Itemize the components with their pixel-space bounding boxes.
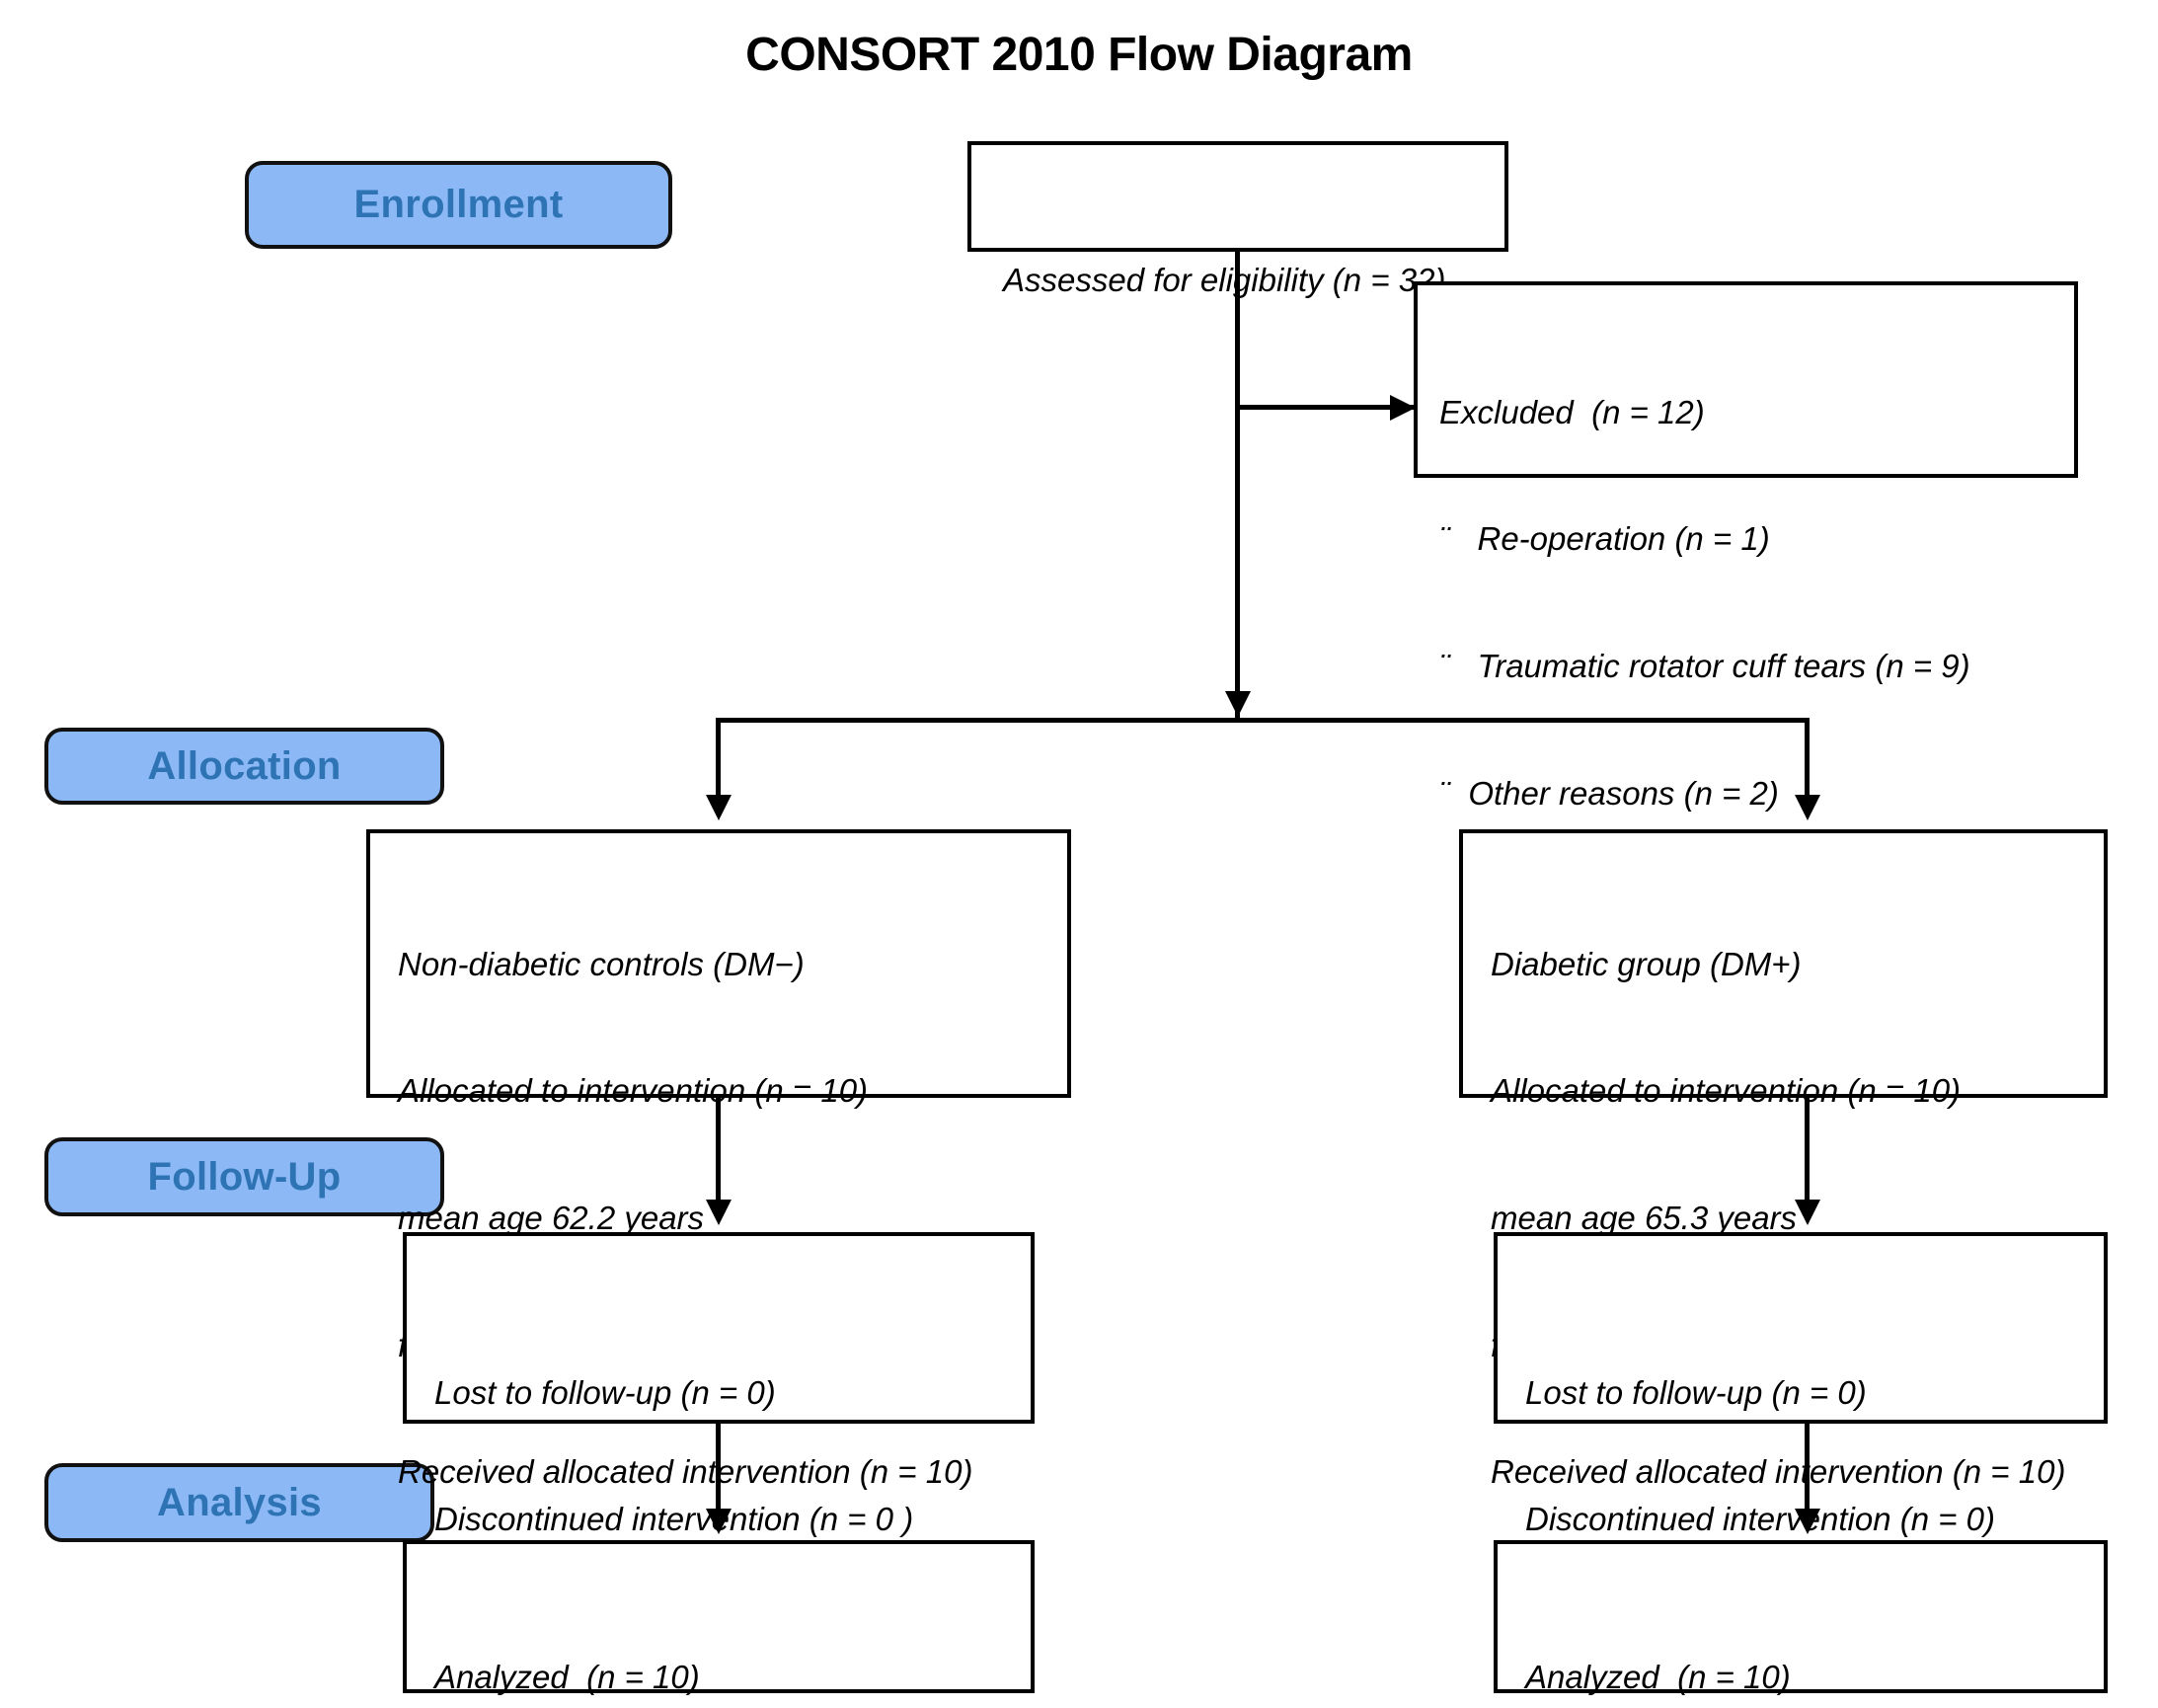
- followup-left-line-1: Lost to follow-up (n = 0): [434, 1373, 776, 1411]
- followup-right-line-1: Lost to follow-up (n = 0): [1525, 1373, 1867, 1411]
- connector-split-to-left-allocation: [716, 718, 721, 805]
- arrowhead-left-allocation-to-followup: [706, 1200, 732, 1225]
- stage-label-analysis-text: Analysis: [157, 1480, 322, 1524]
- box-analysis-diabetic: Analyzed (n = 10) ¨ Excluded from analys…: [1494, 1540, 2108, 1695]
- stage-label-enrollment-text: Enrollment: [353, 183, 564, 226]
- connector-assessed-to-split: [1235, 252, 1240, 718]
- analysis-left-line-1: Analyzed (n = 10): [434, 1658, 700, 1695]
- allocation-right-line-5: Received allocated intervention (n = 10): [1491, 1453, 2066, 1491]
- allocation-right-line-1: Diabetic group (DM+): [1491, 945, 1802, 982]
- page-title: CONSORT 2010 Flow Diagram: [745, 29, 1413, 81]
- allocation-left-line-3: mean age 62.2 years: [398, 1200, 705, 1237]
- allocation-left-line-2: Allocated to intervention (n = 10): [398, 1072, 869, 1110]
- connector-right-allocation-to-followup: [1805, 1098, 1810, 1206]
- stage-label-enrollment: Enrollment: [245, 161, 672, 249]
- stage-label-allocation-text: Allocation: [147, 743, 342, 788]
- allocation-right-line-2: Allocated to intervention (n = 10): [1491, 1072, 1962, 1110]
- excluded-line-3: ¨ Traumatic rotator cuff tears (n = 9): [1439, 648, 1970, 685]
- arrowhead-split-to-right-allocation: [1795, 795, 1820, 820]
- arrowhead-assessed-to-split: [1225, 691, 1251, 717]
- assessed-line-1: Assessed for eligibility (n = 32): [1003, 261, 1446, 298]
- excluded-line-4: ¨ Other reasons (n = 2): [1439, 774, 1779, 812]
- followup-left-line-2: Discontinued intervention (n = 0 ): [434, 1501, 914, 1538]
- arrowhead-left-followup-to-analysis: [706, 1509, 732, 1534]
- followup-right-line-2: Discontinued intervention (n = 0): [1525, 1501, 1996, 1538]
- box-allocation-non-diabetic: Non-diabetic controls (DM−) Allocated to…: [366, 829, 1071, 1490]
- arrowhead-right-followup-to-analysis: [1795, 1509, 1820, 1534]
- arrowhead-right-allocation-to-followup: [1795, 1200, 1820, 1225]
- stage-label-analysis: Analysis: [44, 1463, 434, 1542]
- connector-allocation-split-bar: [716, 718, 1810, 723]
- stage-label-allocation: Allocation: [44, 728, 444, 805]
- arrowhead-assessed-to-excluded: [1390, 395, 1416, 421]
- excluded-line-2: ¨ Re-operation (n = 1): [1439, 520, 1770, 558]
- allocation-left-line-5: Received allocated intervention (n = 10): [398, 1453, 973, 1491]
- arrowhead-split-to-left-allocation: [706, 795, 732, 820]
- box-allocation-diabetic: Diabetic group (DM+) Allocated to interv…: [1459, 829, 2108, 1490]
- stage-label-follow-up-text: Follow-Up: [147, 1154, 342, 1199]
- stage-label-follow-up: Follow-Up: [44, 1137, 444, 1216]
- connector-assessed-to-excluded: [1235, 405, 1418, 410]
- box-analysis-non-diabetic: Analyzed (n = 10) ¨ Excluded from analys…: [403, 1540, 1035, 1695]
- box-followup-non-diabetic: Lost to follow-up (n = 0) Discontinued i…: [403, 1232, 1035, 1537]
- box-assessed-for-eligibility: Assessed for eligibility (n = 32): [967, 141, 1508, 298]
- box-excluded: Excluded (n = 12) ¨ Re-operation (n = 1)…: [1414, 281, 2078, 812]
- connector-split-to-right-allocation: [1805, 718, 1810, 805]
- box-followup-diabetic: Lost to follow-up (n = 0) Discontinued i…: [1494, 1232, 2108, 1537]
- connector-left-allocation-to-followup: [716, 1098, 721, 1206]
- excluded-line-1: Excluded (n = 12): [1439, 393, 1705, 430]
- connector-right-followup-to-analysis: [1805, 1424, 1810, 1514]
- analysis-right-line-1: Analyzed (n = 10): [1525, 1658, 1791, 1695]
- allocation-left-line-1: Non-diabetic controls (DM−): [398, 945, 805, 982]
- connector-left-followup-to-analysis: [716, 1424, 721, 1514]
- allocation-right-line-3: mean age 65.3 years: [1491, 1200, 1798, 1237]
